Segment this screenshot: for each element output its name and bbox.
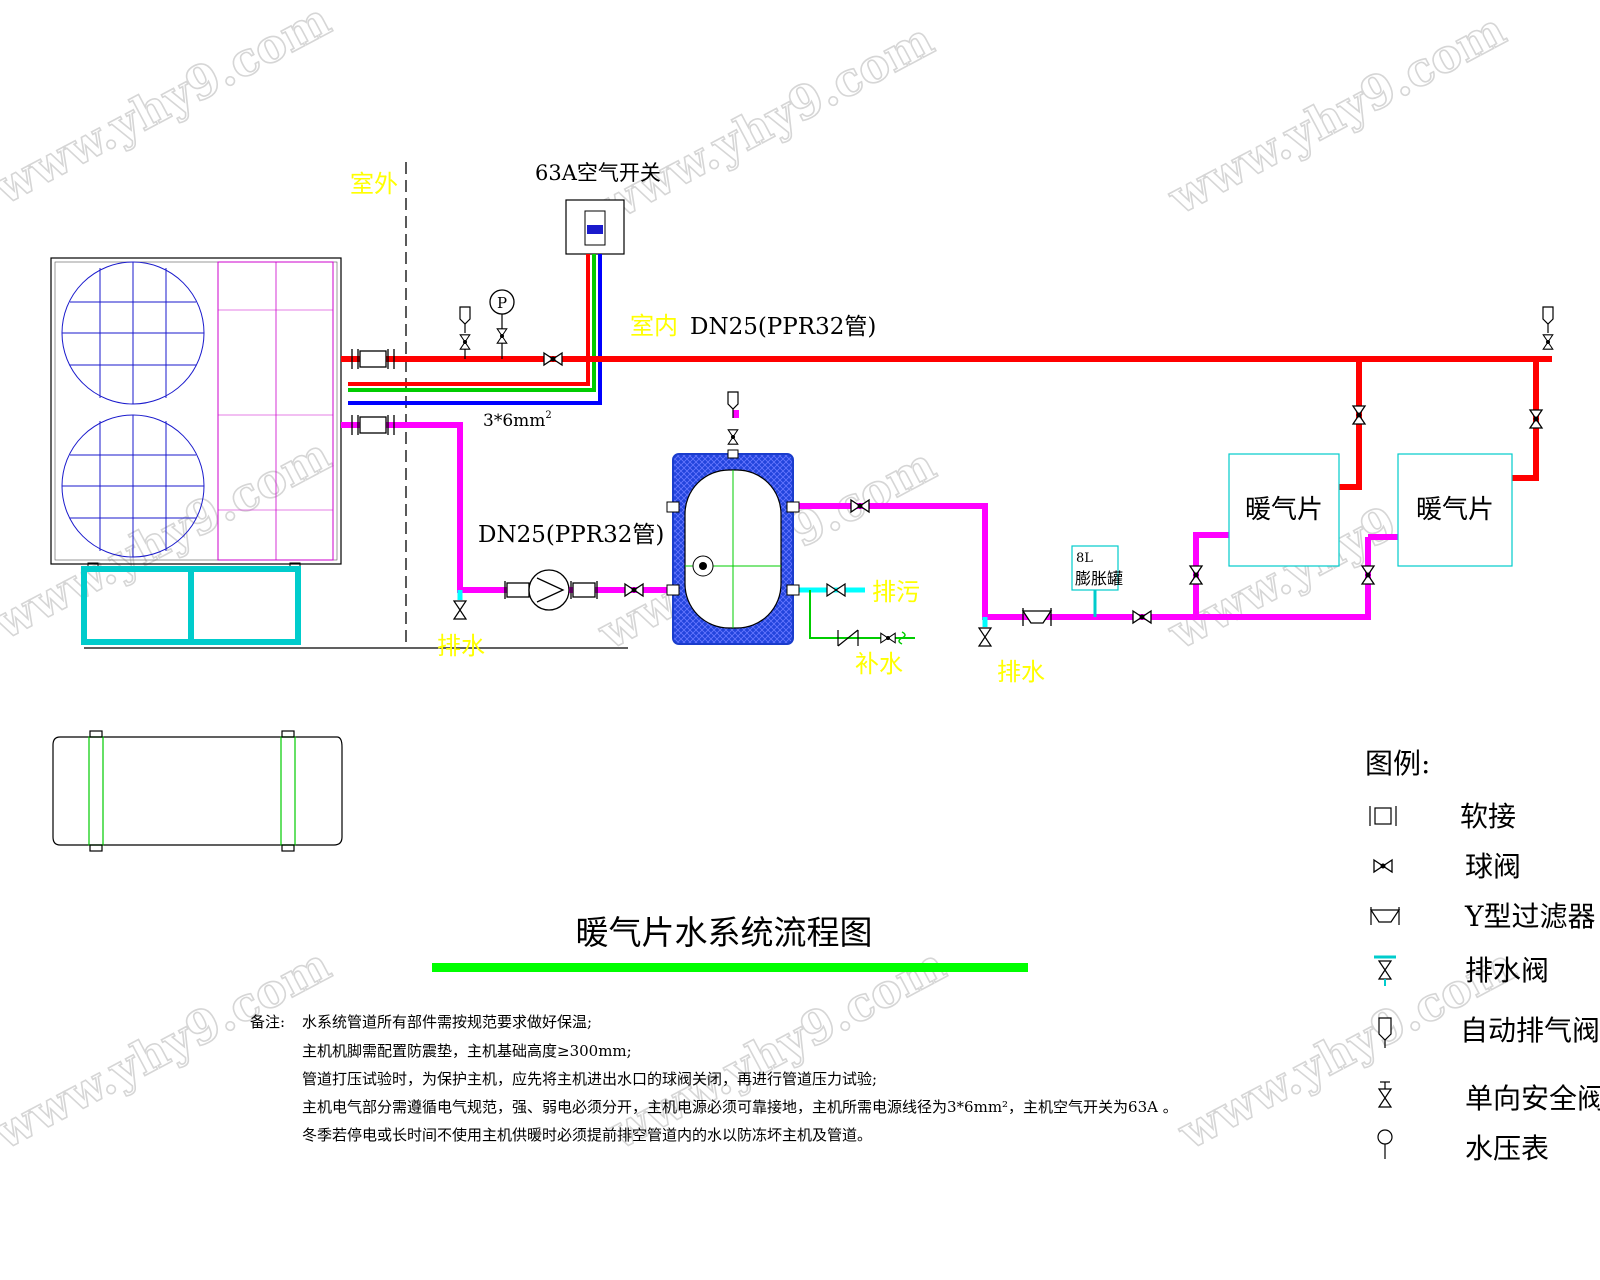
ball-valve-icon [727, 429, 739, 445]
ball-valve-icon [1352, 405, 1366, 425]
watermark-2: www.yhy9.com [587, 12, 942, 235]
legend-label: 排水阀 [1465, 954, 1549, 987]
drain-label-2: 排水 [997, 658, 1045, 686]
ball-valve-icon [543, 352, 563, 366]
radiator-1: 暖气片 [1228, 453, 1340, 567]
outdoor-label: 室外 [350, 170, 398, 198]
ball-valve-icon [459, 334, 471, 350]
drain-valve-icon [977, 627, 993, 647]
note-line: 管道打压试验时，为保护主机，应先将主机进出水口的球阀关闭，再进行管道压力试验; [302, 1070, 877, 1088]
page-title: 暖气片水系统流程图 [576, 913, 873, 952]
safety-valve-icon [1377, 1081, 1393, 1108]
power-cable [348, 254, 602, 405]
circulation-pump-icon [528, 569, 570, 611]
watermark-7: www.yhy9.com [0, 937, 339, 1160]
drain-valve-icon [1374, 955, 1396, 986]
breaker-box: 63A空气开关 [535, 161, 661, 255]
expansion-tank: 8L 膨胀罐 [1071, 545, 1123, 617]
unit-base [81, 566, 628, 649]
breaker-label: 63A空气开关 [535, 161, 661, 185]
ball-valve-icon [1189, 565, 1203, 585]
auto-air-vent-icon [459, 306, 471, 334]
auto-air-vent-icon [1542, 306, 1554, 334]
drain-valve-icon [452, 600, 468, 620]
buffer-tank [666, 449, 800, 645]
return-pipe-label: DN25(PPR32管) [478, 522, 664, 548]
ball-valve-icon [1132, 610, 1152, 624]
legend-title: 图例: [1365, 747, 1430, 780]
gauge-letter: P [497, 294, 507, 312]
expansion-tank-label: 膨胀罐 [1075, 569, 1123, 588]
hose-end-icon [898, 631, 906, 645]
ball-valve-icon [1529, 409, 1543, 429]
legend-label: 水压表 [1465, 1132, 1549, 1165]
y-strainer-icon [1021, 608, 1053, 626]
fan-icon [61, 414, 205, 558]
fan-icon [61, 261, 205, 405]
makeup-pipe [809, 590, 915, 639]
notes-prefix: 备注: [250, 1013, 285, 1031]
flexible-joint-icon [1369, 806, 1397, 826]
note-line: 冬季若停电或长时间不使用主机供暖时必须提前排空管道内的水以防冻坏主机及管道。 [302, 1126, 872, 1144]
legend-label: Y型过滤器 [1464, 900, 1596, 933]
watermark-3: www.yhy9.com [1159, 2, 1514, 225]
unit-top-view [52, 730, 343, 852]
note-line: 主机电气部分需遵循电气规范，强、弱电必须分开，主机电源必须可靠接地，主机所需电源… [302, 1098, 1178, 1116]
ball-valve-icon [1361, 565, 1375, 585]
note-line: 水系统管道所有部件需按规范要求做好保温; [302, 1013, 592, 1031]
ball-valve-icon [1373, 859, 1393, 873]
legend-label: 单向安全阀 [1465, 1082, 1600, 1115]
ball-valve-icon [496, 328, 508, 344]
check-valve-icon [837, 629, 859, 647]
flexible-joint-icon [504, 581, 532, 599]
sewage-label: 排污 [872, 578, 920, 606]
drain-valve-icon [826, 582, 846, 598]
note-line: 主机机脚需配置防震垫，主机基础高度≥300mm; [302, 1042, 632, 1060]
makeup-label: 补水 [855, 650, 903, 678]
radiator-1-label: 暖气片 [1245, 495, 1323, 525]
ball-valve-icon [1542, 334, 1554, 350]
indoor-label: 室内 [630, 312, 678, 340]
pressure-gauge-icon [1377, 1129, 1393, 1159]
flexible-joint-icon [351, 349, 395, 369]
auto-air-vent-icon [1378, 1017, 1392, 1048]
flexible-joint-icon [570, 581, 598, 599]
y-strainer-icon [1369, 907, 1401, 925]
flexible-joint-icon [351, 415, 395, 435]
notes: 备注: 水系统管道所有部件需按规范要求做好保温; 主机机脚需配置防震垫，主机基础… [250, 1013, 1178, 1144]
expansion-tank-size: 8L [1076, 551, 1093, 566]
heat-pump-unit [50, 257, 342, 569]
supply-pipe-label: DN25(PPR32管) [690, 314, 876, 340]
pressure-gauge-icon: P [489, 289, 515, 359]
title-underline [432, 963, 1028, 972]
legend-label: 软接 [1460, 800, 1516, 833]
radiator-2: 暖气片 [1397, 453, 1513, 567]
radiator-2-label: 暖气片 [1416, 495, 1494, 525]
watermark-1: www.yhy9.com [0, 0, 339, 215]
legend-label: 自动排气阀 [1460, 1014, 1600, 1047]
legend-label: 球阀 [1465, 850, 1521, 883]
cable-spec: 3*6mm2 [483, 410, 552, 431]
ball-valve-icon [880, 632, 896, 644]
drain-label-1: 排水 [437, 632, 485, 660]
legend: 图例: 软接 球阀 Y型过滤器 排水阀 自动排气阀 单向安全阀 [1365, 747, 1600, 1165]
